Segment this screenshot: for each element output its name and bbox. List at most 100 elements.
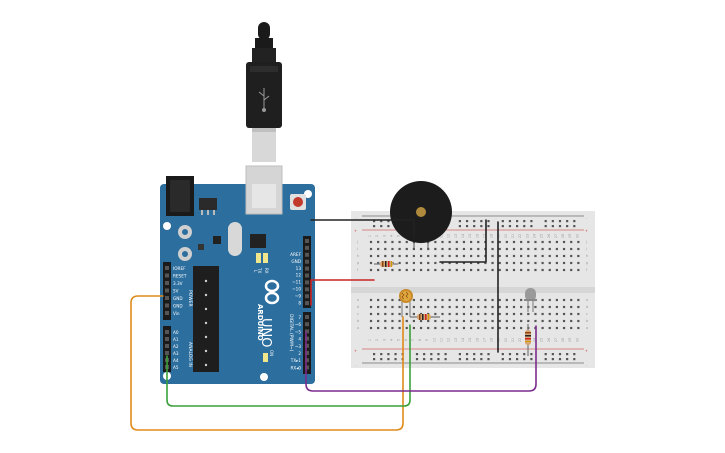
terminal-hole[interactable] <box>520 319 523 323</box>
terminal-hole[interactable] <box>505 319 508 323</box>
terminal-hole[interactable] <box>498 240 501 244</box>
pin-hole[interactable] <box>305 329 309 334</box>
rail-hole[interactable] <box>516 353 519 356</box>
terminal-hole[interactable] <box>448 254 451 258</box>
terminal-hole[interactable] <box>419 298 423 302</box>
rail-hole[interactable] <box>530 220 533 223</box>
pin-hole[interactable] <box>305 252 309 257</box>
rail-hole[interactable] <box>380 353 383 356</box>
rail-hole[interactable] <box>566 225 569 228</box>
terminal-hole[interactable] <box>520 305 523 309</box>
terminal-hole[interactable] <box>541 247 544 251</box>
rail-hole[interactable] <box>480 353 483 356</box>
terminal-hole[interactable] <box>391 254 394 258</box>
terminal-hole[interactable] <box>541 298 544 302</box>
terminal-hole[interactable] <box>470 298 473 302</box>
pin-hole[interactable] <box>305 273 309 278</box>
terminal-hole[interactable] <box>398 247 401 251</box>
terminal-hole[interactable] <box>541 305 544 309</box>
pin-hole[interactable] <box>165 311 169 315</box>
terminal-hole[interactable] <box>484 268 487 272</box>
pin-hole[interactable] <box>165 330 169 334</box>
terminal-hole[interactable] <box>377 298 380 302</box>
terminal-hole[interactable] <box>398 326 401 330</box>
terminal-hole[interactable] <box>377 268 380 272</box>
terminal-hole[interactable] <box>555 261 558 265</box>
terminal-hole[interactable] <box>369 326 373 330</box>
terminal-hole[interactable] <box>427 247 430 251</box>
pin-hole[interactable] <box>165 303 169 308</box>
pin-hole[interactable] <box>165 337 169 341</box>
terminal-hole[interactable] <box>512 326 516 330</box>
terminal-hole[interactable] <box>520 268 523 272</box>
rail-hole[interactable] <box>373 220 376 223</box>
pin-hole[interactable] <box>305 315 309 319</box>
resistor[interactable] <box>410 314 440 320</box>
terminal-hole[interactable] <box>455 254 458 258</box>
terminal-hole[interactable] <box>555 268 558 272</box>
rail-hole[interactable] <box>501 220 504 223</box>
rail-hole[interactable] <box>465 358 469 361</box>
terminal-hole[interactable] <box>520 312 523 316</box>
terminal-hole[interactable] <box>419 319 423 323</box>
terminal-hole[interactable] <box>448 326 451 330</box>
terminal-hole[interactable] <box>570 261 573 265</box>
terminal-hole[interactable] <box>505 326 508 330</box>
terminal-hole[interactable] <box>434 326 437 330</box>
terminal-hole[interactable] <box>527 247 530 251</box>
terminal-hole[interactable] <box>412 312 415 316</box>
terminal-hole[interactable] <box>491 312 494 316</box>
terminal-hole[interactable] <box>548 319 551 323</box>
rail-hole[interactable] <box>558 220 562 223</box>
terminal-hole[interactable] <box>548 312 551 316</box>
rail-hole[interactable] <box>551 358 554 361</box>
rail-hole[interactable] <box>523 220 526 223</box>
wire-purple[interactable] <box>305 325 537 392</box>
rail-hole[interactable] <box>558 225 562 228</box>
rail-hole[interactable] <box>415 358 419 361</box>
terminal-hole[interactable] <box>427 298 430 302</box>
arduino-uno-board[interactable]: TX RX ON L ARDUINO UNO POWER ANALOG IN D… <box>160 165 315 384</box>
terminal-hole[interactable] <box>427 326 430 330</box>
terminal-hole[interactable] <box>384 298 387 302</box>
rail-hole[interactable] <box>573 220 576 223</box>
terminal-hole[interactable] <box>570 247 573 251</box>
terminal-hole[interactable] <box>470 240 473 244</box>
terminal-hole[interactable] <box>527 319 530 323</box>
terminal-hole[interactable] <box>562 305 566 309</box>
terminal-hole[interactable] <box>398 312 401 316</box>
terminal-hole[interactable] <box>419 247 423 251</box>
terminal-hole[interactable] <box>570 254 573 258</box>
terminal-hole[interactable] <box>412 254 415 258</box>
terminal-hole[interactable] <box>427 261 430 265</box>
terminal-hole[interactable] <box>577 268 580 272</box>
rail-hole[interactable] <box>573 358 576 361</box>
terminal-hole[interactable] <box>384 254 387 258</box>
terminal-hole[interactable] <box>577 254 580 258</box>
terminal-hole[interactable] <box>570 312 573 316</box>
rail-hole[interactable] <box>516 220 519 223</box>
terminal-hole[interactable] <box>434 254 437 258</box>
terminal-hole[interactable] <box>555 312 558 316</box>
terminal-hole[interactable] <box>477 240 480 244</box>
terminal-hole[interactable] <box>384 268 387 272</box>
terminal-hole[interactable] <box>505 261 508 265</box>
terminal-hole[interactable] <box>441 247 444 251</box>
wire-orange[interactable] <box>130 295 404 431</box>
terminal-hole[interactable] <box>570 240 573 244</box>
terminal-hole[interactable] <box>562 254 566 258</box>
terminal-hole[interactable] <box>434 305 437 309</box>
pin-hole[interactable] <box>305 343 309 348</box>
rail-hole[interactable] <box>508 225 512 228</box>
terminal-hole[interactable] <box>434 312 437 316</box>
terminal-hole[interactable] <box>512 247 516 251</box>
terminal-hole[interactable] <box>505 240 508 244</box>
terminal-hole[interactable] <box>477 305 480 309</box>
rail-hole[interactable] <box>423 353 426 356</box>
terminal-hole[interactable] <box>391 298 394 302</box>
terminal-hole[interactable] <box>562 312 566 316</box>
rail-hole[interactable] <box>387 220 390 223</box>
terminal-hole[interactable] <box>527 312 530 316</box>
rail-hole[interactable] <box>530 353 533 356</box>
rail-hole[interactable] <box>566 220 569 223</box>
